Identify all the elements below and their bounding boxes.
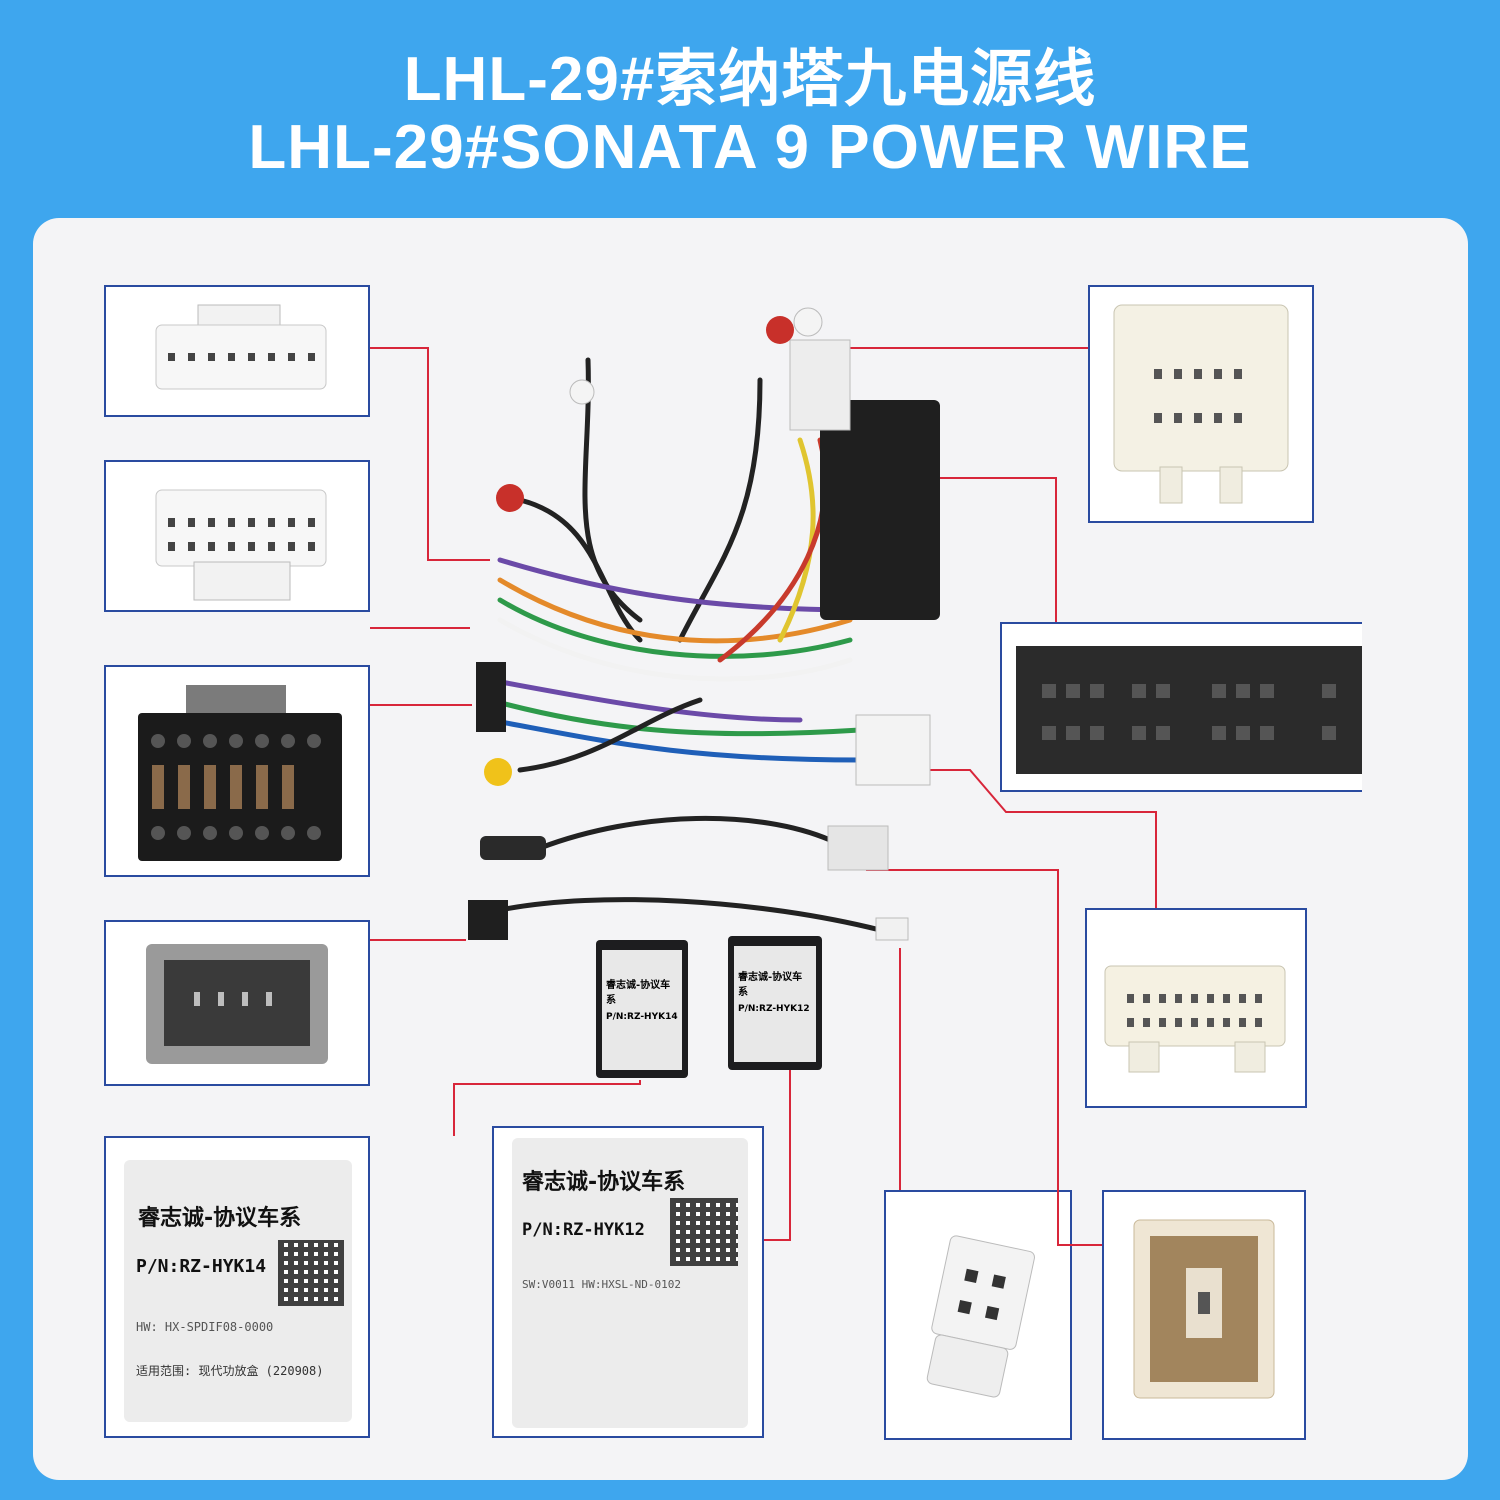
rca-red-plug [496,484,524,512]
black-connector-image [138,685,342,861]
leader-line [370,347,490,561]
label-title: 睿志诚-协议车系 [138,1206,302,1231]
rca-yellow-plug [484,758,512,786]
leader-line [918,477,1057,622]
connector-box-grey-4pin [104,920,370,1086]
label-software: SW:V0011 HW:HXSL-ND-0102 [522,1278,681,1291]
connector-box-white-plug-small [884,1190,1072,1440]
connector-box-white-20pin-top [104,285,370,417]
title-english: LHL-29#SONATA 9 POWER WIRE [248,113,1252,182]
connector-box-white-24pin [1085,908,1307,1108]
module-rz-hyk12: 睿志诚-协议车系 P/N:RZ-HYK12 [728,936,822,1070]
label-part-number: P/N:RZ-HYK12 [522,1220,645,1240]
label-box-hyk14: 睿志诚-协议车系 P/N:RZ-HYK14 HW: HX-SPDIF08-000… [104,1136,370,1438]
small-plug-harness-connector [875,917,909,941]
connector-box-beige-socket [1102,1190,1306,1440]
leader-line [866,869,1102,1246]
module-rz-hyk14: 睿志诚-协议车系 P/N:RZ-HYK14 [596,940,688,1078]
grey-harness-connector [827,825,889,871]
leader-line [912,769,1157,908]
module-part-number: P/N:RZ-HYK12 [738,1004,810,1014]
beige-socket-image [1133,1219,1275,1399]
white-plug-image [926,1235,1035,1398]
qr-code [670,1198,738,1266]
module-title: 睿志诚-协议车系 [606,980,671,1006]
connector-box-black-iso [104,665,370,877]
connector-box-white-14pin [1088,285,1314,523]
label-box-hyk12: 睿志诚-协议车系 P/N:RZ-HYK12 SW:V0011 HW:HXSL-N… [492,1126,764,1438]
leader-line [764,1070,791,1241]
white-connector-image [1113,304,1289,504]
white-connector-image [155,304,327,390]
label-hyk12: 睿志诚-协议车系 P/N:RZ-HYK12 SW:V0011 HW:HXSL-N… [512,1138,748,1428]
white-connector-image [1104,965,1286,1073]
white-harness-connector [855,714,931,786]
white-connector-image [155,489,327,601]
module-part-number: P/N:RZ-HYK14 [606,1012,678,1022]
label-hardware: HW: HX-SPDIF08-0000 [136,1320,274,1334]
black-large-connector-image [1016,646,1362,774]
connector-box-white-20pin-bottom [104,460,370,612]
rca-white-plug [793,307,823,337]
label-scope: 适用范围: 现代功放盒 (220908) [136,1364,324,1378]
qr-code [278,1240,344,1306]
black-harness-connector [820,400,940,620]
label-title: 睿志诚-协议车系 [522,1170,686,1195]
module-title: 睿志诚-协议车系 [738,972,803,998]
iso-harness-connector [476,662,506,732]
label-part-number: P/N:RZ-HYK14 [136,1256,267,1277]
connector-box-black-large [1000,622,1362,792]
grey-connector-image [146,944,328,1064]
label-hyk14: 睿志诚-协议车系 P/N:RZ-HYK14 HW: HX-SPDIF08-000… [124,1160,352,1422]
leader-line [453,1080,641,1136]
antenna-plug [480,836,546,860]
white-harness-connector [789,339,851,431]
harness-connectors [468,307,940,941]
rca-white-plug [569,379,595,405]
title-chinese: LHL-29#索纳塔九电源线 [403,45,1097,114]
grey-4pin-harness-connector [468,900,508,940]
rca-red-plug [766,316,794,344]
